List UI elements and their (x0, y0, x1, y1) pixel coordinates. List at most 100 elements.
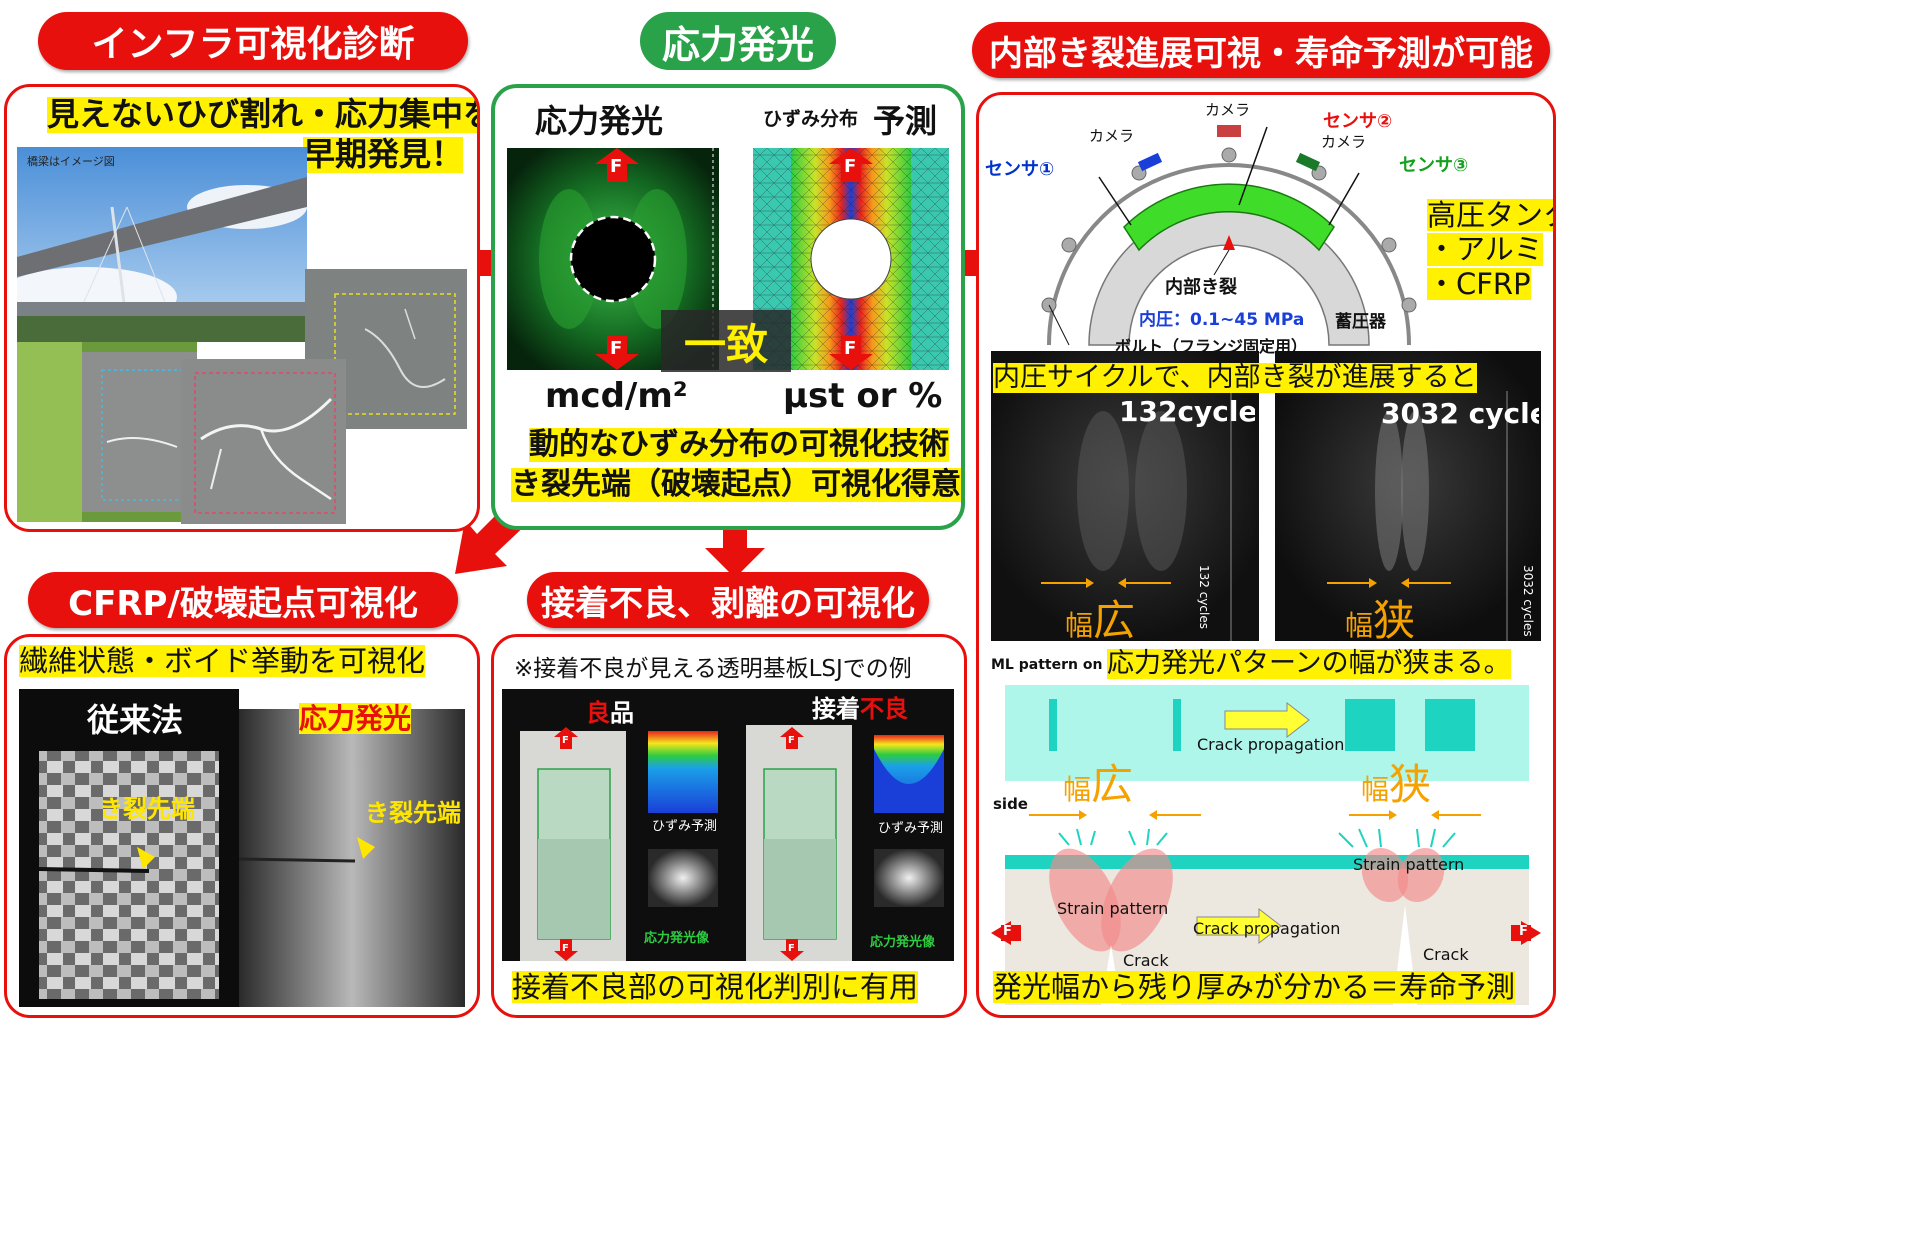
force-good-bottom: F (562, 943, 569, 954)
match-box: 一致 (661, 310, 791, 372)
ml-image-right: 応力発光像 (870, 935, 936, 950)
bad-label: 接着不良 (812, 695, 908, 723)
sensor-label-3: センサ③ (1399, 155, 1469, 176)
title-center: 応力発光 (640, 12, 836, 70)
tank-diagram (1041, 125, 1417, 346)
narrow-label-pattern: 幅狭 (1361, 760, 1432, 809)
force-bad-top: F (788, 735, 795, 746)
cfrp-panel: 繊維状態・ボイド挙動を可視化 従来法 き裂先端 応力発光 き裂先端 (4, 634, 480, 1018)
vessel-label: 蓄圧器 (1335, 312, 1386, 332)
center-label-ml: 応力発光 (535, 102, 664, 140)
unit-ml: mcd/m² (545, 376, 688, 416)
sensor-label-2: センサ② (1323, 111, 1393, 132)
side-label: side (993, 795, 1028, 813)
cycle-caption-box: 内圧サイクルで、内部き裂が進展すると (993, 362, 1477, 394)
force-arrow-ml-top (595, 148, 639, 182)
infra-caption: 見えないひび割れ・応力集中を (47, 96, 477, 133)
life-caption-box: 発光幅から残り厚みが分かる＝寿命予測 (993, 970, 1516, 1004)
crack-label-left: Crack (1123, 951, 1169, 970)
center-desc-1: 動的なひずみ分布の可視化技術 (529, 428, 949, 462)
center-desc-line1: 動的なひずみ分布の可視化技術 (529, 427, 949, 462)
tank-type-box: 高圧タンク ・アルミ ・CFRP (1427, 199, 1553, 301)
wide-label-a: 幅広 (1065, 596, 1136, 645)
title-cfrp: CFRP/破壊起点可視化 (28, 572, 458, 628)
title-right: 内部き裂進展可視・寿命予測が可能 (972, 22, 1550, 78)
center-label-predict: 予測 (873, 102, 938, 140)
wide-label-pattern: 幅広 (1063, 760, 1134, 809)
crack-label-right: Crack (1423, 945, 1469, 964)
title-infra: インフラ可視化診断 (38, 12, 468, 70)
strain-predict-right: ひずみ予測 (878, 821, 944, 836)
ml-pattern-label: ML pattern on top (991, 657, 1109, 673)
crack-image-2 (181, 359, 346, 524)
conventional-image (19, 689, 239, 1007)
good-label: 良品 (586, 699, 634, 727)
force-bad-bottom: F (788, 943, 795, 954)
inner-crack-label: 内部き裂 (1165, 277, 1237, 298)
center-panel: 応力発光 ひずみ分布 予測 (491, 84, 965, 530)
strain-pattern-right: Strain pattern (1353, 855, 1465, 874)
force-right: F (1519, 924, 1528, 939)
cycle-image-a (991, 351, 1259, 641)
narrow-caption: 応力発光パターンの幅が狭まる。 (1107, 648, 1511, 680)
force-label-strain-top: F (844, 156, 857, 177)
center-desc-line2: き裂先端（破壊起点）可視化得意 (511, 467, 961, 502)
cycles-side-a: 132 cycles (1197, 565, 1211, 629)
cycle-image-b (1275, 351, 1541, 641)
infra-caption-line1: 見えないひび割れ・応力集中を (47, 96, 477, 133)
match-label: 一致 (683, 319, 768, 369)
cycles-side-b: 3032 cycles (1521, 565, 1535, 637)
center-desc-2: き裂先端（破壊起点）可視化得意 (511, 468, 961, 502)
unit-strain: μst or % (783, 376, 943, 416)
adhesion-panel: ※接着不良が見える透明基板LSJでの例 良品 接着不良 (491, 634, 967, 1018)
adhesion-image (502, 689, 954, 961)
cfrp-caption-box: 繊維状態・ボイド挙動を可視化 (19, 644, 426, 678)
strain-pattern-left: Strain pattern (1057, 899, 1169, 918)
ml-cfrp-image (239, 709, 465, 1007)
force-arrow-strain-bottom (829, 336, 873, 370)
force-arrow-ml-bottom (595, 336, 639, 370)
ml-pattern-strip (1005, 685, 1529, 781)
adhesion-note: ※接着不良が見える透明基板LSJでの例 (514, 656, 912, 682)
right-panel: カメラ カメラ カメラ センサ① センサ② センサ③ 内部き裂 内圧：0.1~4… (976, 92, 1556, 1018)
conventional-label: 従来法 (87, 701, 184, 739)
bridge-photo (17, 147, 307, 342)
crack-image-3 (305, 269, 467, 429)
ml-cfrp-label: 応力発光 (299, 702, 412, 735)
cycles-label-b: 3032 cycles (1381, 397, 1539, 430)
crack-propagation-side: Crack propagation (1193, 919, 1341, 938)
force-left: F (1003, 924, 1012, 939)
adhesion-caption: 接着不良部の可視化判別に有用 (512, 970, 919, 1004)
center-label-strain: ひずみ分布 (763, 108, 859, 130)
tank-line2: ・アルミ (1427, 232, 1543, 267)
force-good-top: F (562, 735, 569, 746)
tank-line3: ・CFRP (1427, 266, 1531, 301)
crack-tip-right: き裂先端 (365, 799, 461, 827)
adhesion-caption-box: 接着不良部の可視化判別に有用 (512, 970, 919, 1004)
sensor-label-1: センサ① (985, 159, 1055, 180)
strain-predict-left: ひずみ予測 (652, 819, 718, 834)
tank-line1: 高圧タンク (1427, 199, 1553, 231)
crack-tip-left: き裂先端 (99, 795, 195, 823)
narrow-label-b: 幅狭 (1345, 596, 1416, 645)
infra-panel: 見えないひび割れ・応力集中を 早期発見！ 橋梁はイメージ図 (4, 84, 480, 532)
cfrp-caption: 繊維状態・ボイド挙動を可視化 (19, 644, 426, 678)
life-caption: 発光幅から残り厚みが分かる＝寿命予測 (993, 970, 1516, 1004)
bridge-photo-note: 橋梁はイメージ図 (27, 155, 115, 168)
infra-caption-line2: 早期発見！ (303, 135, 464, 173)
narrow-caption-box: 応力発光パターンの幅が狭まる。 (1107, 648, 1511, 680)
ml-image-left: 応力発光像 (644, 931, 710, 946)
pressure-label: 内圧：0.1~45 MPa (1139, 310, 1305, 330)
camera-label-1: カメラ (1089, 127, 1135, 145)
arrow-down (705, 522, 765, 578)
force-arrow-strain-top (829, 148, 873, 182)
force-label-strain-bottom: F (844, 338, 857, 359)
ml-cfrp-label-box: 応力発光 (299, 702, 412, 735)
infra-caption-2: 早期発見！ (303, 135, 464, 173)
camera-label-2: カメラ (1205, 101, 1251, 119)
cycle-caption: 内圧サイクルで、内部き裂が進展すると (993, 362, 1477, 394)
green-wall-image (17, 342, 197, 522)
crack-propagation-top: Crack propagation (1197, 735, 1345, 754)
force-label-ml-top: F (610, 156, 623, 177)
